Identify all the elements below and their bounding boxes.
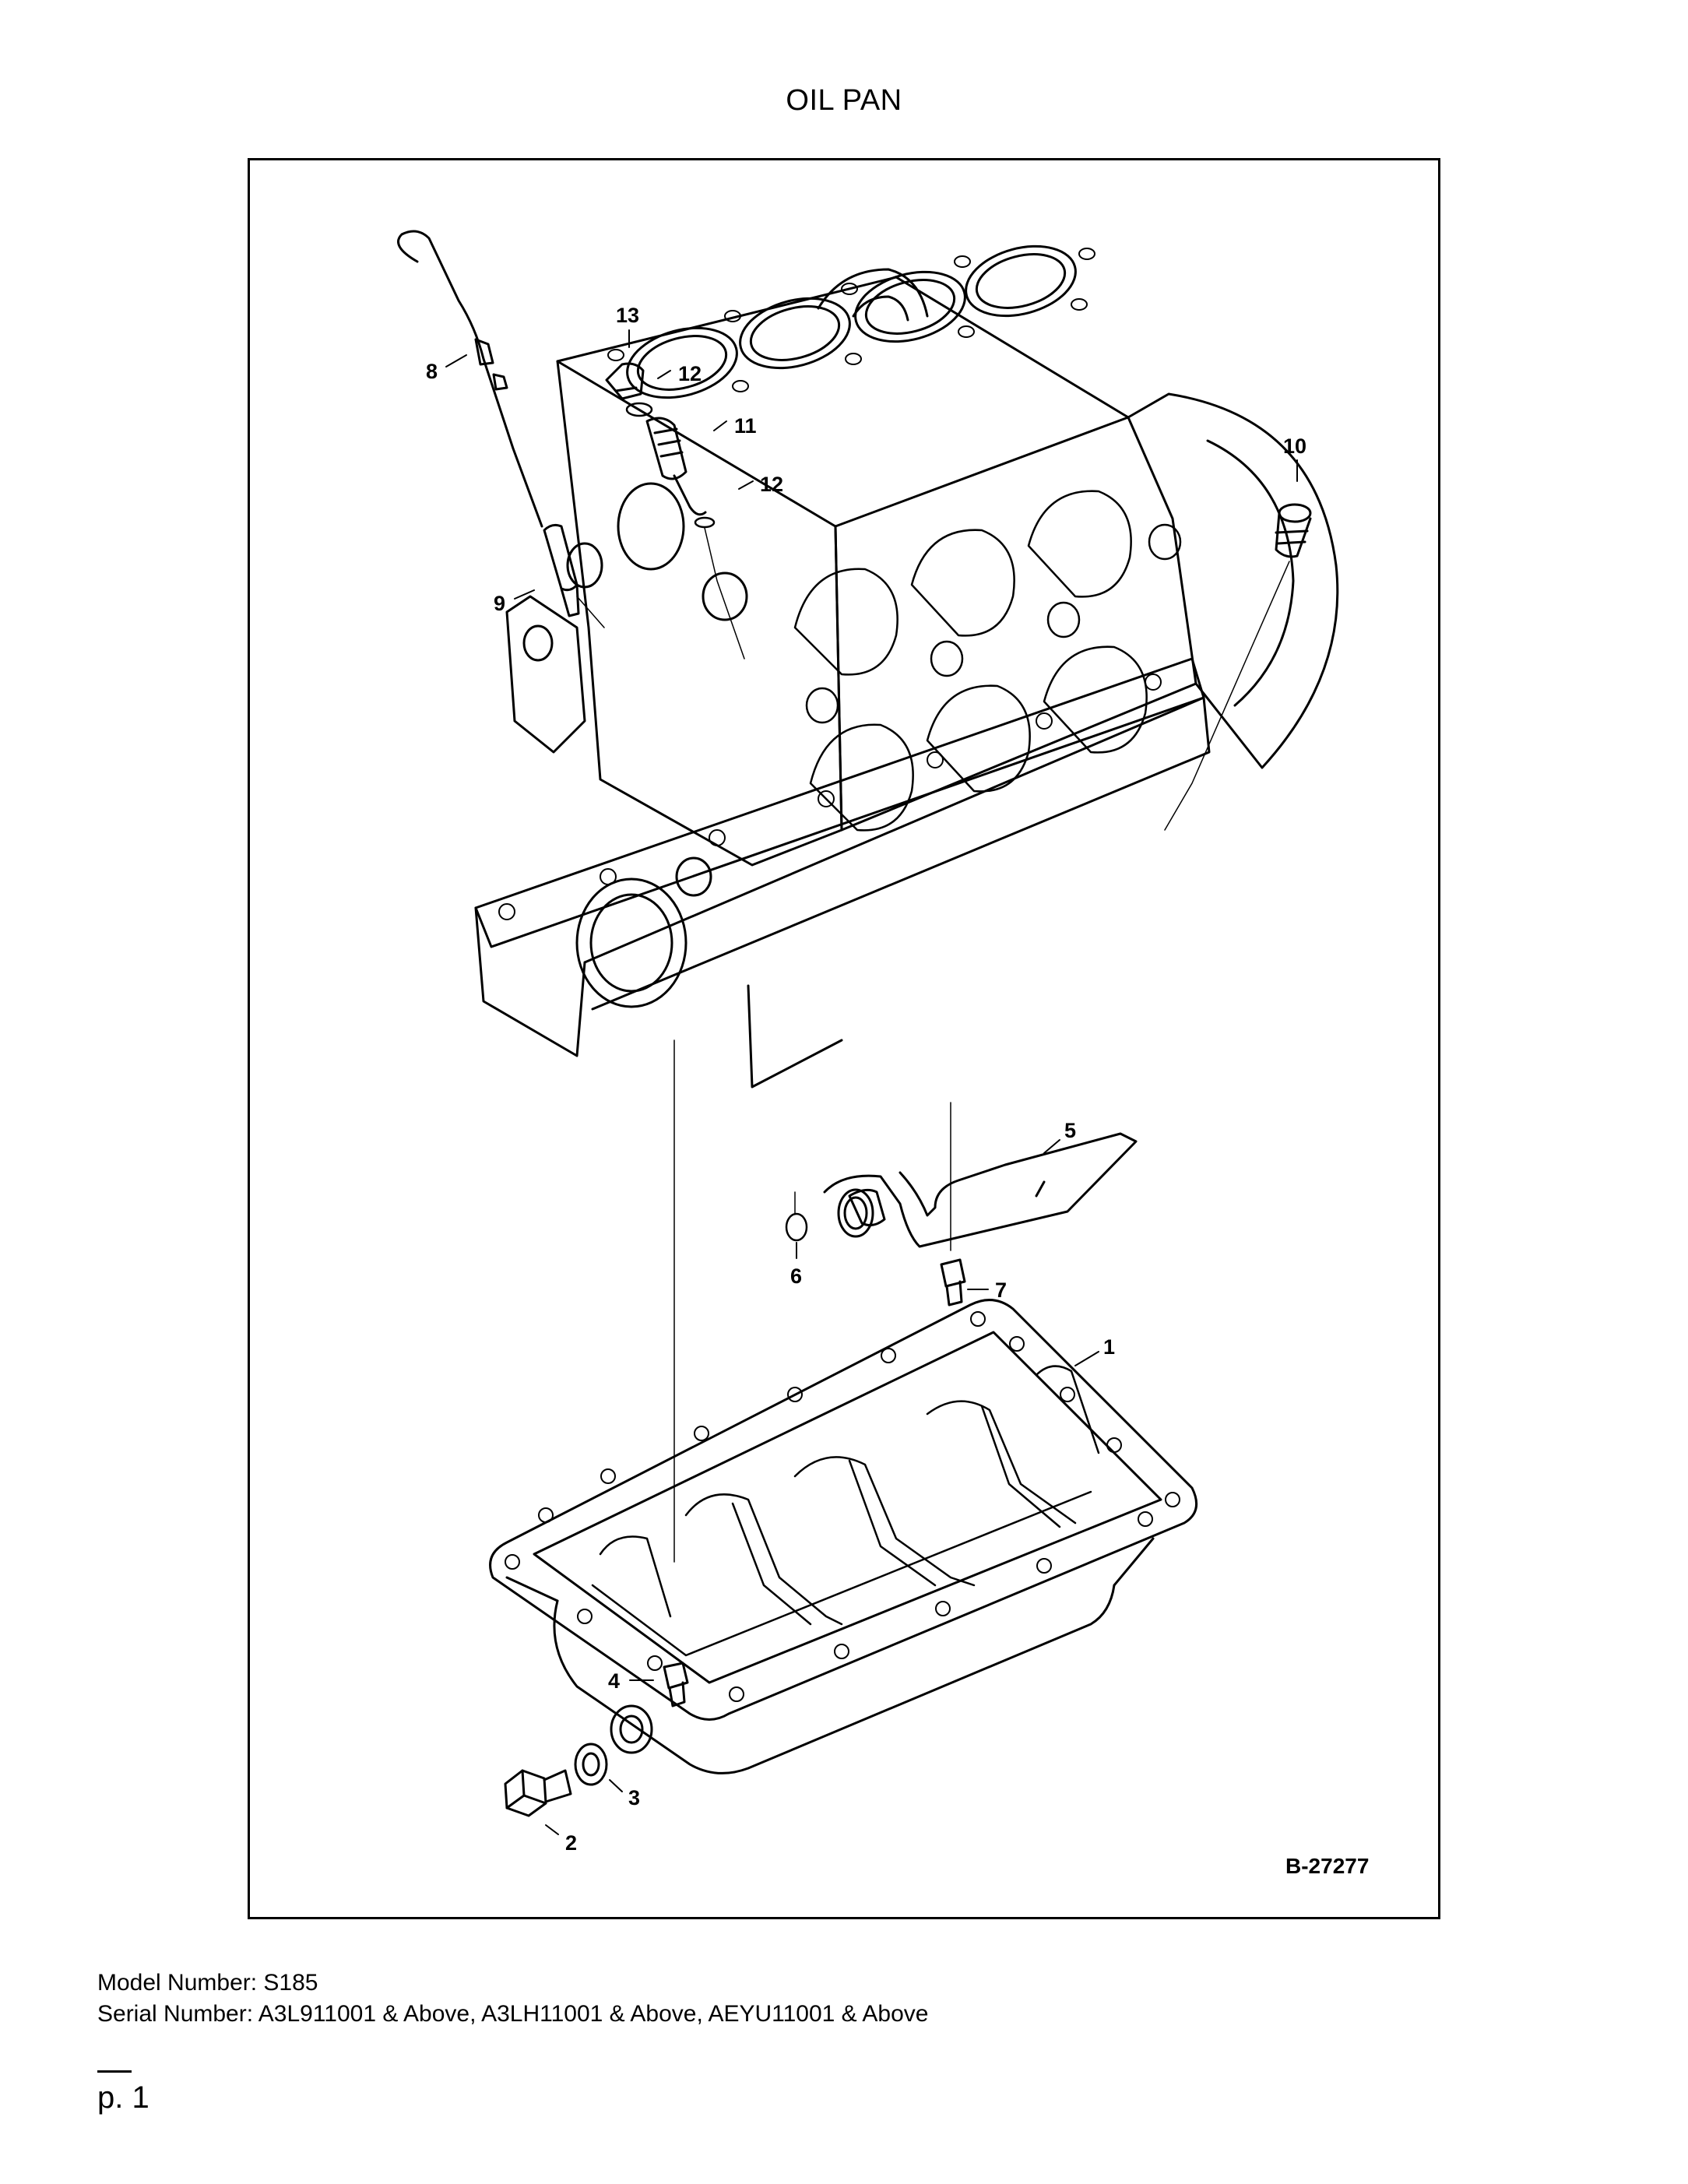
o-ring-upper-illustration (625, 402, 653, 417)
callout-4: 4 (608, 1669, 620, 1693)
parts-diagram-frame: 1 2 3 4 5 6 7 8 9 10 11 12 12 13 B-27277 (248, 158, 1440, 1919)
page-number: p. 1 (97, 2080, 149, 2115)
callout-6: 6 (790, 1264, 802, 1288)
callout-2: 2 (565, 1831, 577, 1855)
dipstick-guide-illustration (543, 523, 580, 617)
drain-plug-illustration (504, 1769, 572, 1817)
oil-pan-bolt-illustration (663, 1662, 689, 1707)
cap-illustration (605, 362, 645, 400)
callout-3: 3 (628, 1786, 640, 1809)
callout-8: 8 (426, 360, 438, 383)
plug-illustration (1275, 503, 1312, 558)
callout-5: 5 (1064, 1119, 1076, 1142)
o-ring-strainer-illustration (785, 1212, 808, 1242)
oil-strainer-illustration (823, 1132, 1138, 1248)
callout-11: 11 (734, 414, 757, 438)
engine-block-illustration (474, 244, 1339, 1088)
serial-number-line: Serial Number: A3L911001 & Above, A3LH11… (97, 2001, 929, 2027)
callout-1: 1 (1103, 1335, 1115, 1359)
callout-13: 13 (616, 304, 639, 327)
callout-12-lower: 12 (760, 473, 783, 496)
strainer-bolt-illustration (940, 1258, 966, 1307)
fitting-illustration (645, 417, 707, 516)
plug-alignment-line (1164, 561, 1290, 831)
o-ring-lower-illustration (694, 516, 716, 529)
fitting-alignment-line (704, 527, 745, 659)
diagram-reference-code: B-27277 (1285, 1854, 1369, 1878)
callout-leaders (445, 329, 1298, 1835)
callout-7: 7 (995, 1278, 1007, 1302)
page-title: OIL PAN (786, 84, 902, 117)
dipstick-guide-leader (576, 596, 605, 628)
callout-10: 10 (1283, 434, 1306, 458)
exploded-parts-diagram: 1 2 3 4 5 6 7 8 9 10 11 12 12 13 B-27277 (397, 230, 1369, 1878)
oil-pan-illustration (489, 1299, 1198, 1774)
callout-9: 9 (494, 592, 505, 615)
callout-12-upper: 12 (678, 362, 702, 385)
model-number-line: Model Number: S185 (97, 1970, 318, 1996)
page-number-rule (97, 2070, 132, 2073)
drain-plug-gasket-illustration (574, 1743, 608, 1786)
dipstick-illustration (397, 230, 543, 528)
